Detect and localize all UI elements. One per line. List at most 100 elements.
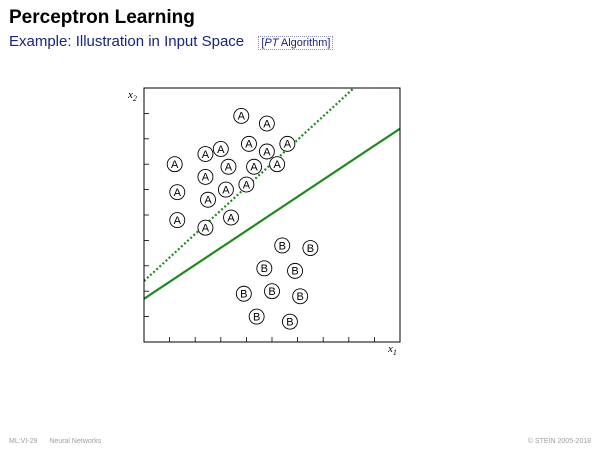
point-circle xyxy=(197,168,214,185)
y-axis-label: x2 xyxy=(127,89,137,103)
footer-slide-code: ML:VI-29 xyxy=(9,438,38,445)
point-label: A xyxy=(204,195,212,207)
point-a: A xyxy=(223,209,239,226)
slide-title: Perceptron Learning xyxy=(9,7,195,28)
footer-left: ML:VI-29 Neural Networks xyxy=(9,438,101,445)
point-label: A xyxy=(202,172,210,184)
plot-frame xyxy=(143,87,401,343)
point-a: A xyxy=(258,143,275,160)
point-a: A xyxy=(220,158,237,175)
footer-topic: Neural Networks xyxy=(49,438,102,445)
point-a: A xyxy=(279,135,296,152)
point-a: A xyxy=(200,191,216,208)
point-circle xyxy=(220,158,237,175)
point-b: B xyxy=(248,308,265,325)
point-circle xyxy=(287,262,303,279)
point-a: A xyxy=(246,158,263,175)
point-label: A xyxy=(227,212,235,224)
point-b: B xyxy=(274,237,291,254)
slide-subtitle: Example: Illustration in Input Space [PT… xyxy=(9,33,334,50)
dotted-separating-line xyxy=(144,88,355,282)
point-label: A xyxy=(217,144,225,156)
point-circle xyxy=(200,191,216,208)
subtitle-text: Example: Illustration in Input Space xyxy=(9,33,245,50)
point-label: A xyxy=(263,118,271,130)
axis-ticks xyxy=(144,113,375,342)
point-circle xyxy=(212,141,229,157)
point-circle xyxy=(256,260,273,277)
point-circle xyxy=(246,158,263,175)
x-axis-label: x1 xyxy=(387,343,397,357)
point-a: A xyxy=(197,168,214,185)
point-label: A xyxy=(225,162,233,174)
point-label: B xyxy=(296,291,303,303)
point-label: A xyxy=(222,184,230,196)
point-circle xyxy=(258,143,275,160)
point-a: A xyxy=(212,141,229,157)
point-circle xyxy=(166,156,183,173)
point-circle xyxy=(169,184,186,201)
point-a: A xyxy=(258,115,275,132)
point-circle xyxy=(258,115,275,132)
point-circle xyxy=(169,212,186,229)
point-a: A xyxy=(197,146,214,162)
point-a: A xyxy=(197,219,214,236)
point-label: A xyxy=(171,159,179,171)
point-label: A xyxy=(250,162,258,174)
point-b: B xyxy=(235,285,252,302)
point-label: B xyxy=(279,240,286,252)
point-label: A xyxy=(202,149,210,161)
point-label: A xyxy=(243,179,251,191)
point-b: B xyxy=(264,283,280,300)
point-a: A xyxy=(169,212,186,229)
point-circle xyxy=(233,107,250,124)
point-b: B xyxy=(281,313,298,330)
point-circle xyxy=(279,135,296,152)
reference-italic: PT xyxy=(264,37,279,49)
point-a: A xyxy=(166,156,183,173)
footer-copyright: © STEIN 2005-2018 xyxy=(527,438,591,445)
point-label: A xyxy=(284,139,292,151)
point-circle xyxy=(281,313,298,330)
point-a: A xyxy=(217,181,234,198)
point-label: B xyxy=(240,289,247,301)
point-a: A xyxy=(233,107,250,124)
point-circle xyxy=(248,308,265,325)
point-circle xyxy=(292,288,309,305)
point-b: B xyxy=(302,240,319,256)
point-label: B xyxy=(268,286,275,298)
point-label: B xyxy=(291,266,298,278)
point-b: B xyxy=(256,260,273,277)
point-label: A xyxy=(174,215,182,227)
point-label: B xyxy=(307,243,314,255)
decision-lines xyxy=(144,88,400,300)
point-circle xyxy=(269,156,286,173)
point-label: A xyxy=(174,187,182,199)
point-circle xyxy=(223,209,239,226)
point-label: A xyxy=(245,139,253,151)
point-circle xyxy=(274,237,291,254)
point-a: A xyxy=(241,135,257,152)
point-a: A xyxy=(169,184,186,201)
point-circle xyxy=(197,219,214,236)
point-label: B xyxy=(286,316,293,328)
point-circle xyxy=(264,283,280,300)
point-b: B xyxy=(292,288,309,305)
algorithm-reference-link[interactable]: [PT Algorithm] xyxy=(258,36,334,50)
point-b: B xyxy=(287,262,303,279)
point-a: A xyxy=(238,176,255,193)
point-label: B xyxy=(253,311,260,323)
point-circle xyxy=(241,135,257,152)
point-label: A xyxy=(238,111,246,123)
point-label: A xyxy=(202,223,210,235)
point-circle xyxy=(197,146,214,162)
reference-text: Algorithm xyxy=(280,37,328,49)
solid-separating-line xyxy=(144,127,400,300)
point-label: B xyxy=(261,263,268,275)
point-label: A xyxy=(273,159,281,171)
point-circle xyxy=(217,181,234,198)
point-circle xyxy=(238,176,255,193)
point-label: A xyxy=(263,146,271,158)
point-a: A xyxy=(269,156,286,173)
